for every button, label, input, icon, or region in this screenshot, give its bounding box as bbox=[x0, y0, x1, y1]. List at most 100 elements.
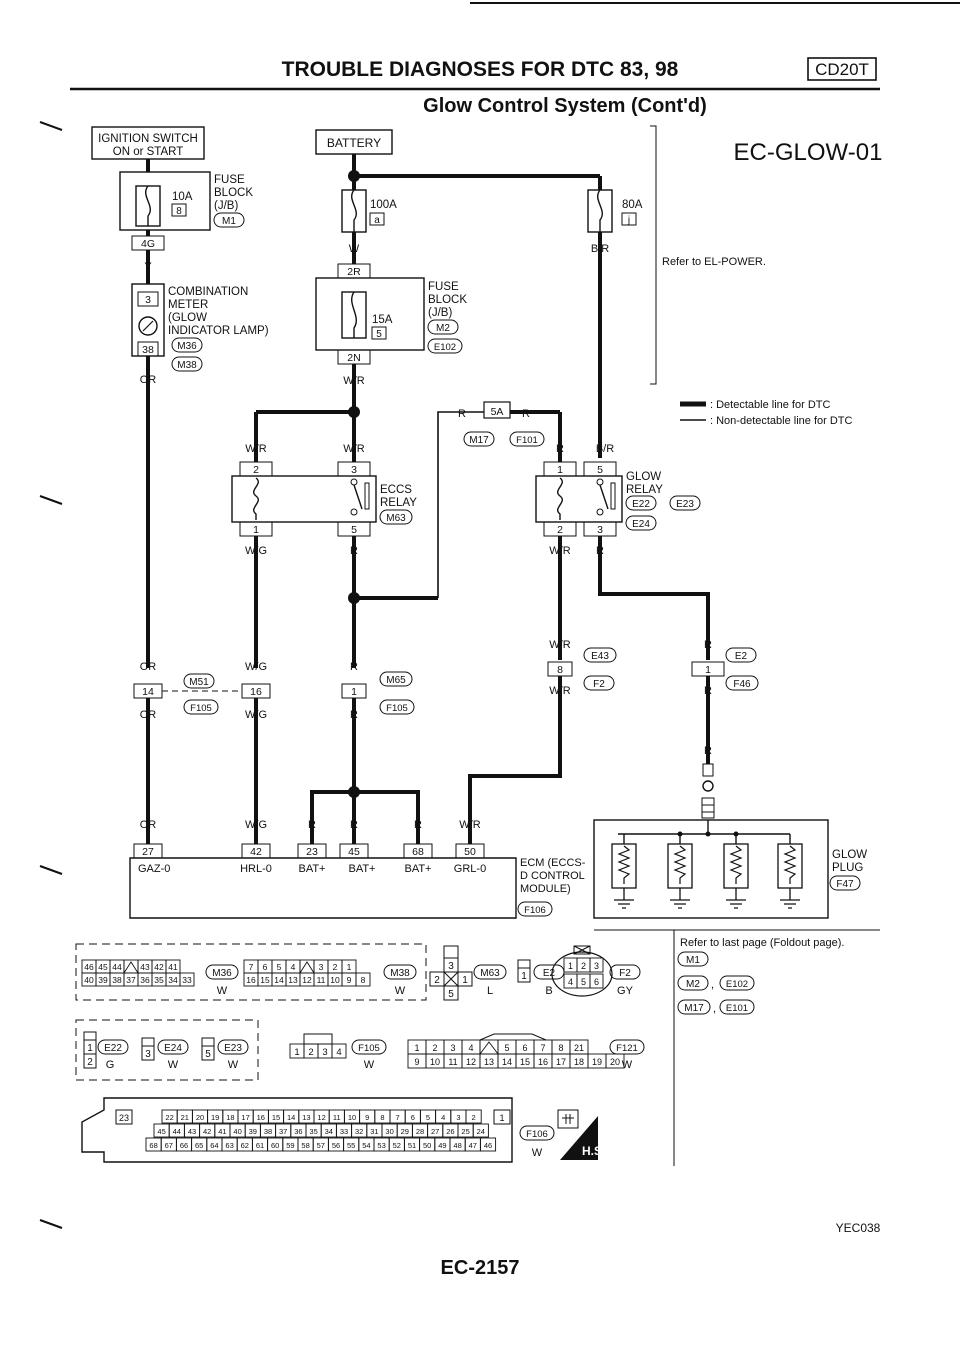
wire-color-w: W bbox=[217, 985, 228, 997]
connector-pin: 67 bbox=[165, 1141, 173, 1150]
connector-m38: M38 bbox=[390, 968, 410, 979]
connector-pin: 21 bbox=[574, 1043, 584, 1053]
connector-pin: 35 bbox=[309, 1127, 317, 1136]
connector-pin: 14 bbox=[502, 1057, 512, 1067]
connector-pin: 17 bbox=[241, 1113, 249, 1122]
page-title: TROUBLE DIAGNOSES FOR DTC 83, 98 bbox=[282, 58, 679, 81]
eccs-pin-2: 2 bbox=[253, 464, 259, 476]
fuse-100a-position: a bbox=[374, 215, 380, 226]
wire-color-r: R bbox=[308, 819, 316, 831]
connector-m63: M63 bbox=[386, 513, 406, 524]
connector-pin: 39 bbox=[249, 1127, 257, 1136]
connector-pin: 3 bbox=[322, 1047, 327, 1058]
connector-pin: 63 bbox=[225, 1141, 233, 1150]
connector-pin: 4 bbox=[336, 1047, 341, 1058]
wire-color-wg: W/G bbox=[245, 545, 267, 557]
connector-m17: M17 bbox=[684, 1003, 704, 1014]
svg-text:H.S.: H.S. bbox=[582, 1144, 605, 1158]
connector-pin: 66 bbox=[180, 1141, 188, 1150]
connector-pin: 61 bbox=[256, 1141, 264, 1150]
connector-pin: 5 bbox=[581, 977, 586, 987]
connector-pin: 33 bbox=[182, 975, 192, 985]
combination-meter-label: (GLOW bbox=[168, 312, 207, 324]
wire-color-wg: W/G bbox=[245, 661, 267, 673]
eccs-relay-label: ECCS bbox=[380, 484, 412, 496]
connector-pin: 1 bbox=[568, 961, 573, 971]
connector-pin: 20 bbox=[610, 1057, 620, 1067]
connector-pin: 7 bbox=[396, 1113, 400, 1122]
connector-pin: 10 bbox=[330, 975, 340, 985]
connector-pin: 2 bbox=[581, 961, 586, 971]
wire-color-r: R bbox=[350, 545, 358, 557]
wire-color-l: L bbox=[487, 985, 493, 997]
wire-color-or: OR bbox=[140, 819, 157, 831]
e24-pin-3: 3 bbox=[145, 1049, 151, 1060]
connector-pin: 42 bbox=[154, 962, 164, 972]
connector-4g: 4G bbox=[141, 238, 155, 250]
connector-pin: 19 bbox=[211, 1113, 219, 1122]
wire-color-y: Y bbox=[144, 261, 152, 273]
ecm-label: ECM (ECCS- bbox=[520, 857, 586, 869]
connector-pin: 39 bbox=[98, 975, 108, 985]
connector-m1: M1 bbox=[686, 955, 700, 966]
wire-color-w: W bbox=[532, 1147, 543, 1159]
connector-pin: 9 bbox=[414, 1057, 419, 1067]
connector-pin: 5 bbox=[504, 1043, 509, 1053]
fuse-80a-position: j bbox=[627, 215, 630, 226]
connector-pin-1: 1 bbox=[705, 664, 711, 676]
drawing-code: YEC038 bbox=[836, 1221, 881, 1235]
connector-f46: F46 bbox=[733, 679, 751, 690]
eccs-pin-3: 3 bbox=[351, 464, 357, 476]
connector-pin: 41 bbox=[218, 1127, 226, 1136]
e2-pin-1: 1 bbox=[521, 971, 527, 982]
connector-m17: M17 bbox=[469, 435, 489, 446]
refer-last-page-note: Refer to last page (Foldout page). bbox=[680, 937, 844, 949]
connector-e22: E22 bbox=[632, 499, 650, 510]
connector-pin: 48 bbox=[453, 1141, 461, 1150]
connector-pin: 17 bbox=[556, 1057, 566, 1067]
wire-color-w: W bbox=[395, 985, 406, 997]
connector-f121: F121 bbox=[616, 1043, 638, 1054]
hs-connector-logo: H.S. bbox=[557, 1109, 605, 1160]
connector-pin: 5 bbox=[277, 962, 282, 972]
connector-pin: 2 bbox=[333, 962, 338, 972]
connector-pin: 2 bbox=[472, 1113, 476, 1122]
connector-pin: 14 bbox=[287, 1113, 295, 1122]
connector-pin: 52 bbox=[393, 1141, 401, 1150]
connector-f106: F106 bbox=[526, 1129, 548, 1140]
connector-pin: 26 bbox=[446, 1127, 454, 1136]
connector-pin: 19 bbox=[592, 1057, 602, 1067]
f106-pin-1: 1 bbox=[499, 1113, 504, 1123]
connector-2n: 2N bbox=[347, 352, 360, 364]
wire-color-wr: W/R bbox=[245, 443, 266, 455]
connector-pin: 43 bbox=[188, 1127, 196, 1136]
glow-plug-box bbox=[593, 819, 829, 919]
fuse-block-label: (J/B) bbox=[214, 200, 238, 212]
connector-pin: 1 bbox=[414, 1043, 419, 1053]
wire-color-wr: W/R bbox=[459, 819, 480, 831]
connector-e43: E43 bbox=[591, 651, 609, 662]
connector-pin: 6 bbox=[594, 977, 599, 987]
ecm-terminal-bat: BAT+ bbox=[404, 863, 431, 875]
eccs-pin-5: 5 bbox=[351, 524, 357, 536]
wire-color-wr: W/R bbox=[343, 375, 364, 387]
connector-pin: 32 bbox=[355, 1127, 363, 1136]
wire-color-br: B/R bbox=[591, 243, 609, 255]
connector-pin: 62 bbox=[241, 1141, 249, 1150]
fuse-10a-label: 10A bbox=[172, 191, 193, 203]
connector-pin: 56 bbox=[332, 1141, 340, 1150]
connector-pin: 37 bbox=[279, 1127, 287, 1136]
page-number: EC-2157 bbox=[441, 1257, 520, 1279]
connector-e2: E2 bbox=[543, 968, 556, 979]
fuse-block-label: BLOCK bbox=[428, 294, 467, 306]
connector-pin: 20 bbox=[196, 1113, 204, 1122]
connector-pin: 4 bbox=[291, 962, 296, 972]
connector-pin: 34 bbox=[168, 975, 178, 985]
ecm-terminal-grl: GRL-0 bbox=[454, 863, 486, 875]
m63-pin-1: 1 bbox=[462, 975, 468, 986]
engine-badge bbox=[807, 57, 877, 81]
connector-pin: 25 bbox=[461, 1127, 469, 1136]
